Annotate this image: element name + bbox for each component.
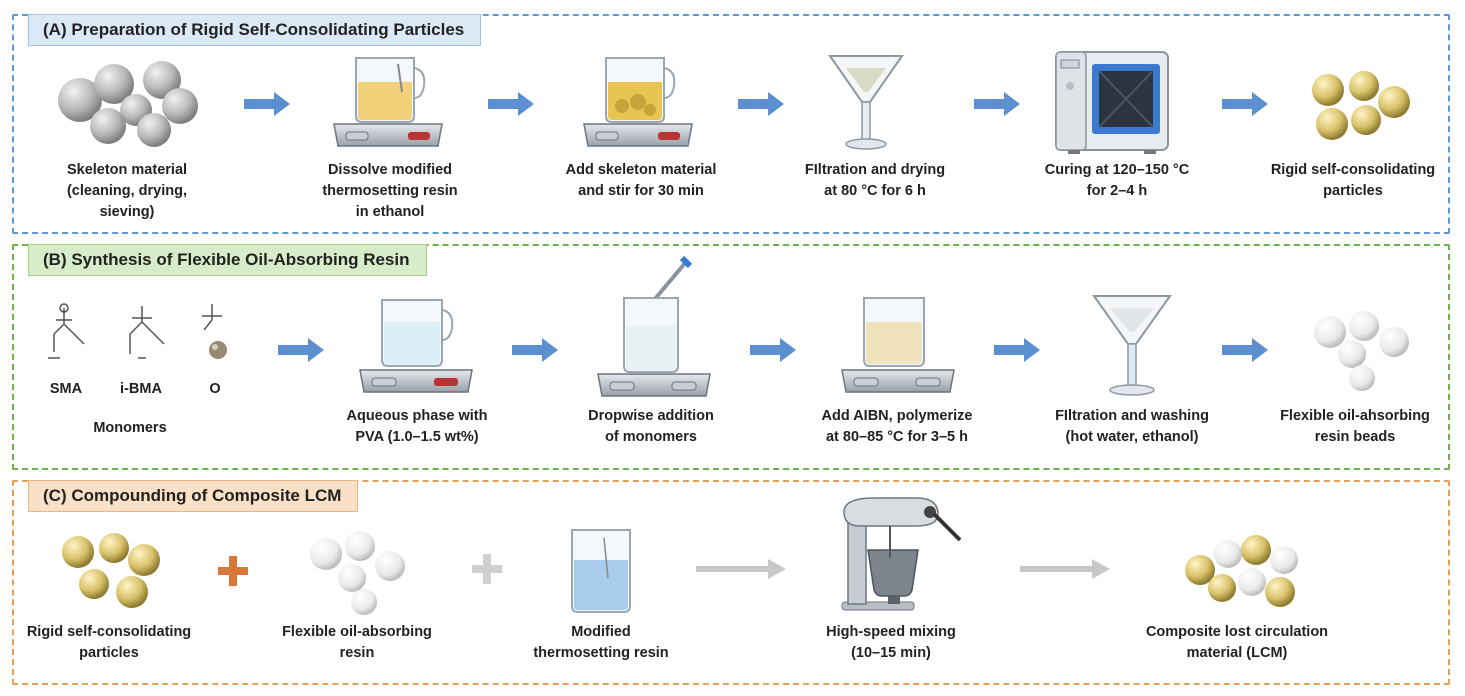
beaker-aqueous-pva-icon <box>359 299 473 393</box>
skeleton-material-spheres <box>58 61 198 147</box>
monomer-label-o: O <box>209 381 221 397</box>
arrow-icon <box>994 338 1040 362</box>
resin-beads-spheres <box>310 531 405 615</box>
arrow-icon <box>512 338 558 362</box>
panel-a: (A) Preparation of Rigid Self-Consolidat… <box>12 14 1450 234</box>
arrow-icon <box>244 92 290 116</box>
beaker-resin-ethanol-icon <box>333 57 443 147</box>
arrow-icon <box>750 338 796 362</box>
rigid-particles-spheres <box>62 533 160 608</box>
plus-icon <box>218 556 248 586</box>
panel-c: (C) Compounding of Composite LCM <box>12 480 1450 685</box>
arrow-icon <box>974 92 1020 116</box>
composite-lcm-spheres <box>1185 535 1298 607</box>
arrow-icon <box>1222 338 1268 362</box>
step-label: Skeleton material(cleaning, drying,sievi… <box>66 162 188 220</box>
beaker-thermosetting-resin-icon <box>571 529 631 613</box>
mixer-icon <box>841 497 962 611</box>
beaker-skeleton-stir-icon <box>583 57 693 147</box>
step-label: High-speed mixing(10–15 min) <box>826 624 956 661</box>
curing-oven-icon <box>1055 51 1169 154</box>
resin-beads-spheres <box>1314 311 1409 391</box>
panel-c-title: (C) Compounding of Composite LCM <box>28 480 359 512</box>
arrow-icon <box>696 559 786 579</box>
arrow-icon <box>488 92 534 116</box>
arrow-icon <box>1222 92 1268 116</box>
dropwise-addition-icon <box>597 255 711 397</box>
step-label: FIltration and washing(hot water, ethano… <box>1055 408 1209 445</box>
panel-b: (B) Synthesis of Flexible Oil-Absorbing … <box>12 244 1450 470</box>
beaker-polymerize-icon <box>841 297 955 393</box>
monomer-label-ibma: i-BMA <box>120 381 162 397</box>
monomer-label-sma: SMA <box>49 381 83 397</box>
panel-a-title: (A) Preparation of Rigid Self-Consolidat… <box>28 14 482 46</box>
arrow-icon <box>1020 559 1110 579</box>
monomers-caption: Monomers <box>93 420 167 436</box>
plus-icon <box>472 554 502 584</box>
rigid-particles-spheres <box>1312 71 1410 140</box>
arrow-icon <box>738 92 784 116</box>
panel-b-title: (B) Synthesis of Flexible Oil-Absorbing … <box>28 244 427 276</box>
filter-funnel-icon <box>1092 295 1172 396</box>
filter-funnel-icon <box>828 55 904 150</box>
arrow-icon <box>278 338 324 362</box>
monomer-structures-icon <box>48 303 227 359</box>
